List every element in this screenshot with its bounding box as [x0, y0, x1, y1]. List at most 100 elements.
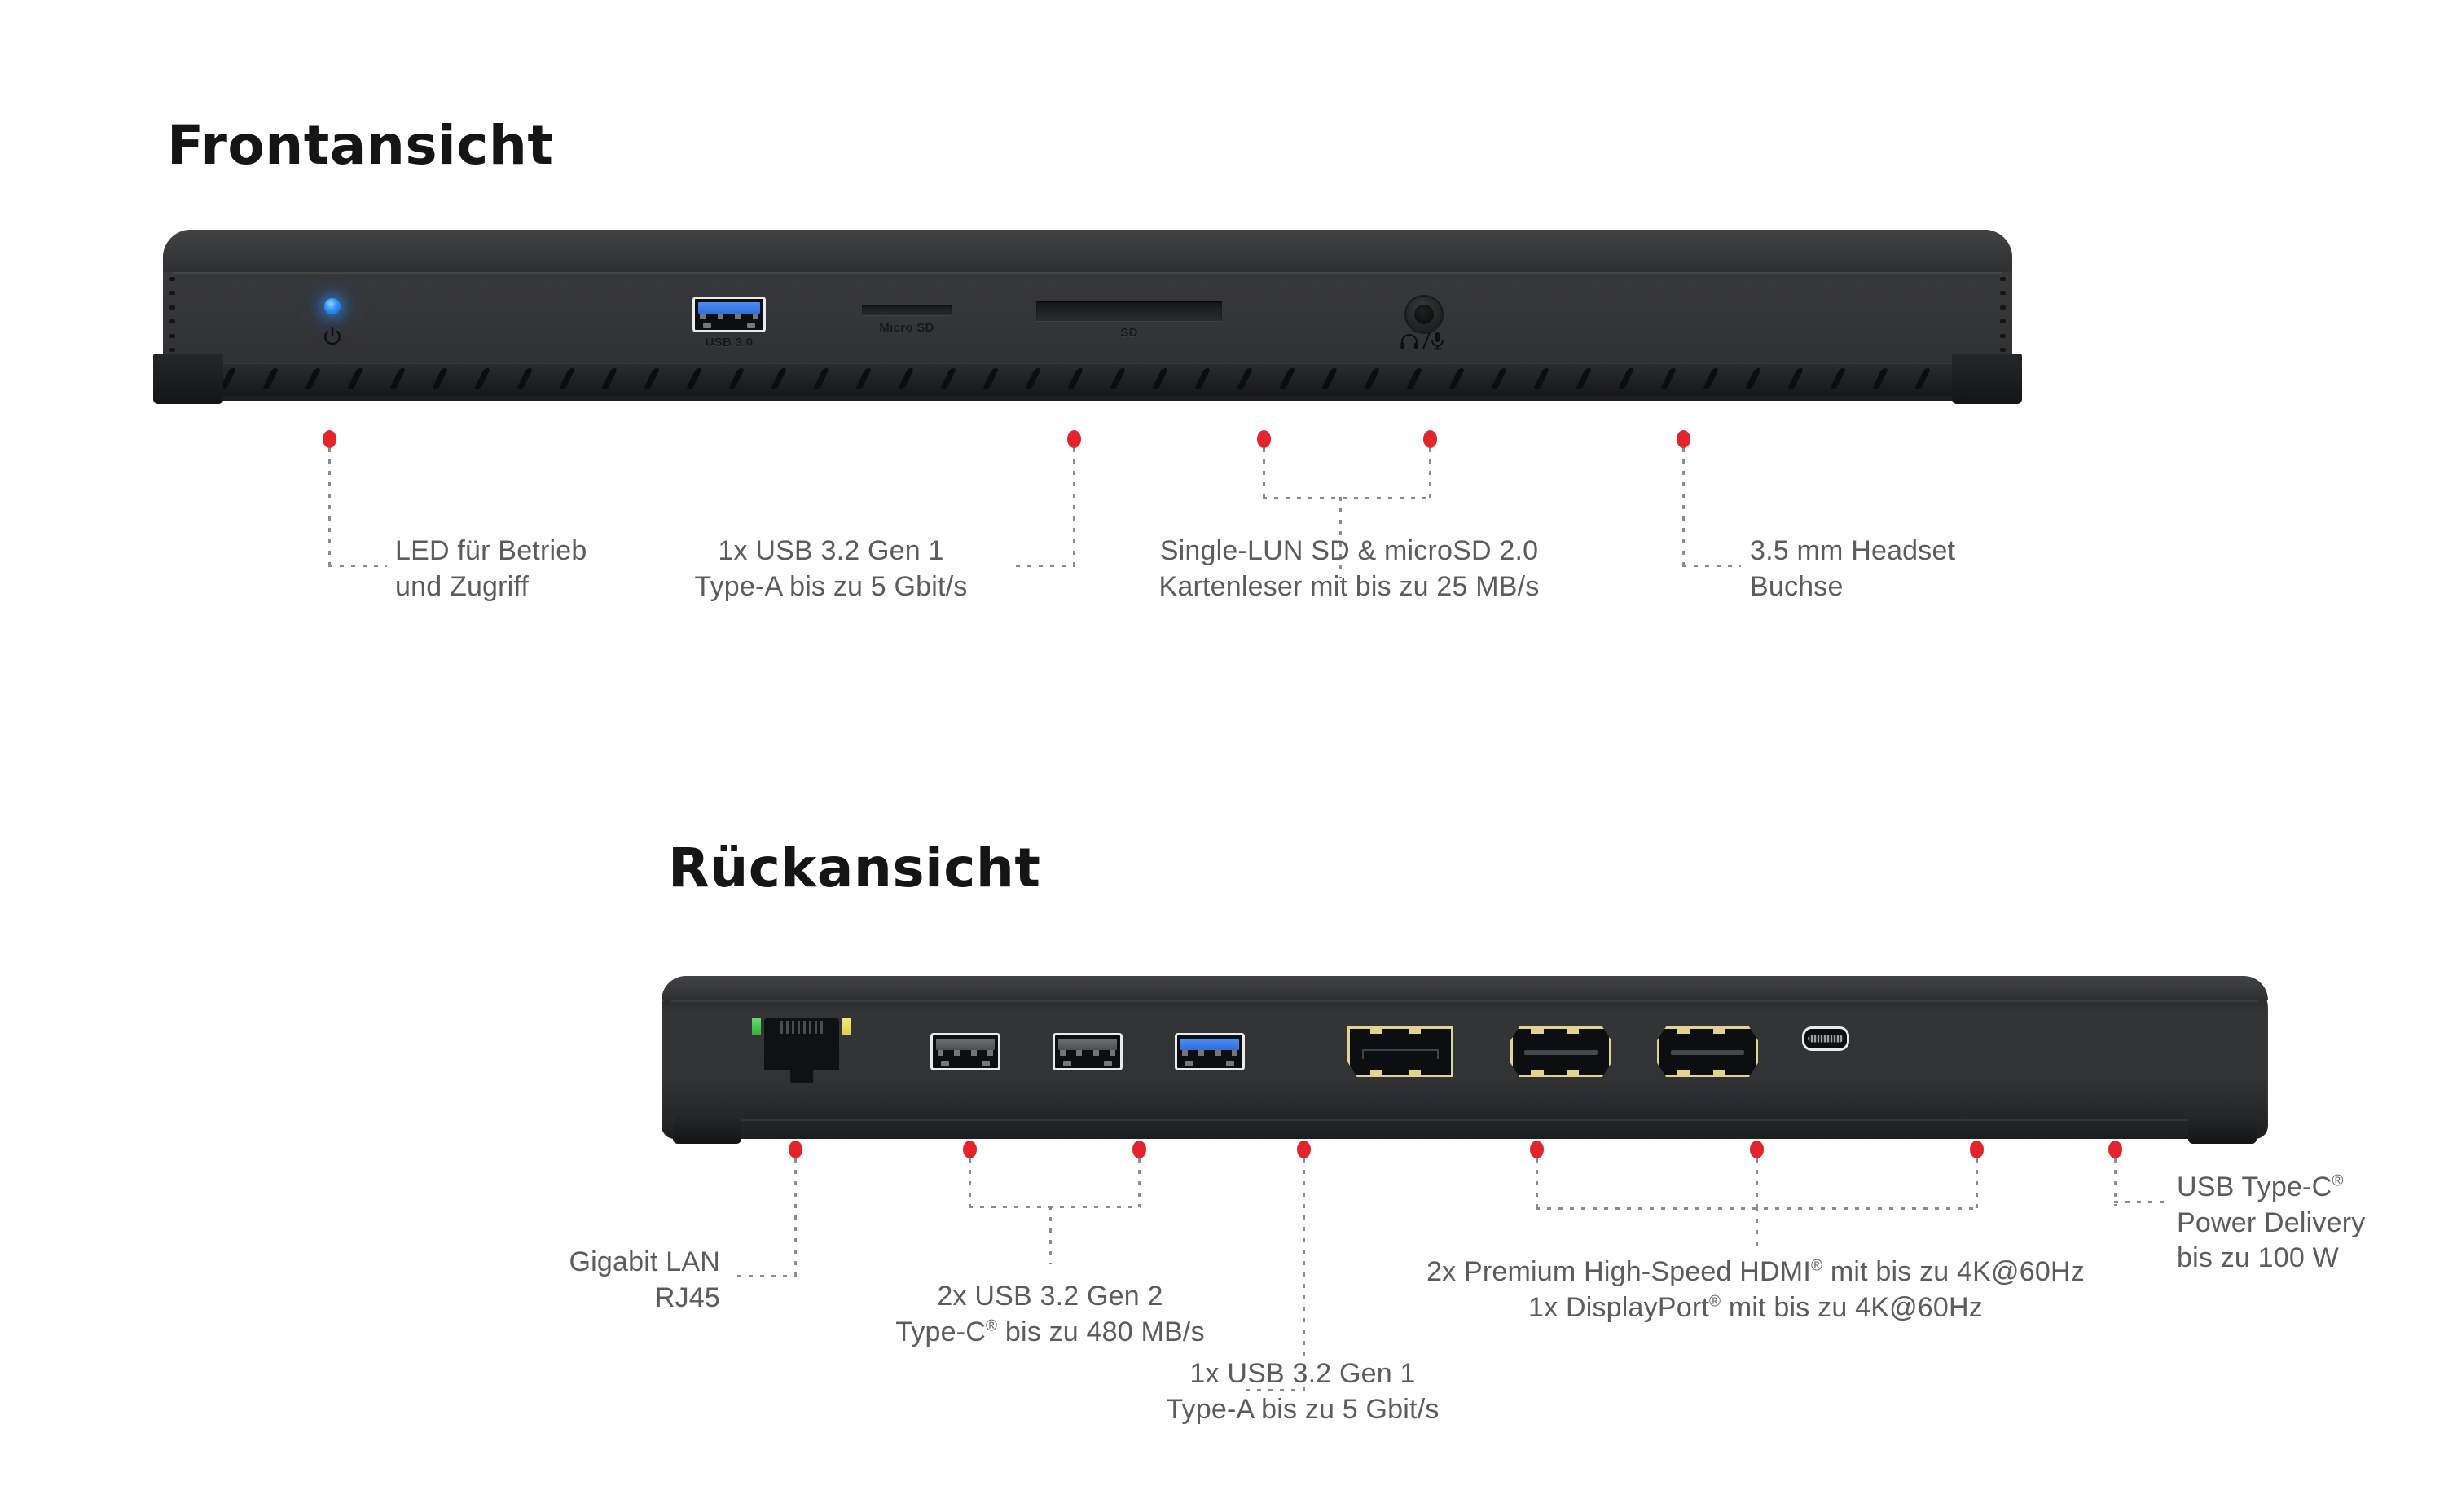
headset-jack — [1404, 295, 1444, 334]
rj45-latch — [790, 1069, 813, 1083]
led-callout: LED für Betrieb und Zugriff — [395, 534, 587, 604]
dp-nub-tl — [1369, 1029, 1382, 1034]
usb-c-pd-line1: USB Type-C® — [2177, 1170, 2365, 1206]
hdmi-nub-br — [1713, 1069, 1726, 1075]
leader-line-usbc-stem — [1049, 1206, 1052, 1264]
marker-dot-led — [323, 430, 336, 448]
marker-dot-rj45 — [789, 1141, 802, 1158]
usb-tongue — [1180, 1039, 1239, 1050]
rear-foot-left — [673, 1114, 741, 1144]
gigabit-lan-line2: RJ45 — [654, 1281, 720, 1313]
video-out-line2-post: mit bis zu 4K@60Hz — [1721, 1291, 1983, 1323]
registered-mark-icon: ® — [986, 1317, 998, 1335]
leader-line-led-horizontal — [328, 565, 387, 567]
marker-dot-front-usb — [1067, 430, 1081, 448]
usb32gen2-line2-pre: Type-C — [895, 1316, 987, 1347]
hdmi-nub-bl — [1677, 1069, 1690, 1075]
usb-pins — [1060, 1050, 1115, 1056]
leader-line-rear-usb-a-horizontal — [1246, 1389, 1304, 1391]
video-out-line1-post: mit bis zu 4K@60Hz — [1822, 1256, 2085, 1287]
rear-chassis-top-bevel — [662, 976, 2268, 1000]
usb32gen1-rear-line2: Type-A bis zu 5 Gbit/s — [1166, 1393, 1440, 1425]
leader-line-usbc-1-vertical — [969, 1158, 971, 1207]
leader-line-hdmi-1-vertical — [1756, 1158, 1758, 1209]
leader-line-cardreader-bracket — [1263, 497, 1432, 499]
usb-a-port-2 — [1053, 1033, 1123, 1070]
front-device-illustration: USB 3.0 Micro SD SD — [153, 230, 2022, 404]
leader-line-microsd-vertical — [1263, 448, 1265, 499]
dp-contact-bar — [1361, 1048, 1440, 1059]
marker-dot-usb-c-pd — [2108, 1141, 2122, 1158]
cardreader-callout: Single-LUN SD & microSD 2.0 Kartenleser … — [1120, 534, 1578, 604]
hdmi-port-2 — [1657, 1026, 1758, 1077]
rear-chassis — [662, 976, 2268, 1139]
usb-tongue — [1058, 1039, 1117, 1050]
usb-c-port — [1802, 1026, 1849, 1051]
front-bevel-lower — [173, 363, 2002, 364]
front-usb-a-port — [692, 297, 766, 332]
leader-line-video-stem — [1756, 1207, 1758, 1246]
leader-line-usb-c-pd-horizontal — [2114, 1201, 2168, 1203]
front-foot-right — [1952, 354, 2022, 404]
rear-view-title: Rückansicht — [668, 837, 1041, 899]
lan-led-green-icon — [752, 1018, 761, 1035]
sd-port-label: SD — [1120, 326, 1138, 340]
marker-dot-hdmi-2 — [1970, 1141, 1984, 1158]
hdmi-nub-tr — [1567, 1029, 1580, 1035]
usb-a-port-1 — [930, 1033, 1000, 1070]
usb-a-port-3 — [1175, 1033, 1245, 1070]
leader-line-rj45-horizontal — [737, 1275, 796, 1277]
hdmi-nub-tr — [1713, 1029, 1726, 1035]
usb-lower-pins — [1185, 1061, 1234, 1066]
usb-pins — [938, 1050, 993, 1056]
usb32gen1-front-line1: 1x USB 3.2 Gen 1 — [718, 535, 944, 566]
usb32gen2-callout: 2x USB 3.2 Gen 2 Type-C® bis zu 480 MB/s — [815, 1279, 1286, 1350]
usb-lower-pins — [941, 1061, 990, 1066]
video-out-line1-pre: 2x Premium High-Speed HDMI — [1426, 1256, 1811, 1287]
marker-dot-headset — [1677, 430, 1690, 448]
rear-bevel-upper — [671, 1000, 2258, 1002]
gigabit-lan-callout: Gigabit LAN RJ45 — [375, 1245, 720, 1316]
usb32gen2-line2: Type-C® bis zu 480 MB/s — [815, 1315, 1286, 1351]
power-symbol-icon — [322, 326, 343, 347]
headset-line2: Buchse — [1750, 570, 1844, 602]
led-callout-line2: und Zugriff — [395, 570, 530, 602]
video-out-line2: 1x DisplayPort® mit bis zu 4K@60Hz — [1328, 1290, 2183, 1326]
microsd-card-slot — [862, 305, 952, 315]
cardreader-line2: Kartenleser mit bis zu 25 MB/s — [1158, 570, 1540, 602]
leader-line-led-vertical — [328, 448, 331, 570]
marker-dot-usbc-2 — [1132, 1141, 1146, 1158]
hdmi-port-1 — [1510, 1026, 1611, 1077]
video-out-line1: 2x Premium High-Speed HDMI® mit bis zu 4… — [1328, 1255, 2183, 1290]
front-left-side-vents — [169, 277, 175, 352]
leader-line-front-usb-horizontal — [1016, 565, 1075, 567]
usb32gen2-line1: 2x USB 3.2 Gen 2 — [937, 1281, 1163, 1312]
microsd-port-label: Micro SD — [879, 321, 934, 335]
registered-mark-icon: ® — [1709, 1293, 1721, 1311]
hdmi-nub-bl — [1531, 1069, 1544, 1075]
leader-line-usbc-2-vertical — [1138, 1158, 1141, 1207]
front-view-title: Frontansicht — [167, 114, 554, 177]
hdmi-nub-br — [1567, 1069, 1580, 1075]
leader-line-usbc-bracket — [969, 1206, 1141, 1208]
leader-line-headset-horizontal — [1682, 565, 1741, 567]
hdmi-nub-tl — [1531, 1029, 1544, 1035]
front-foot-left — [153, 354, 223, 404]
dp-nub-bl — [1369, 1070, 1382, 1075]
usb-lower-pins — [1063, 1061, 1112, 1066]
usb32gen1-rear-callout: 1x USB 3.2 Gen 1 Type-A bis zu 5 Gbit/s — [1067, 1356, 1538, 1427]
marker-dot-usbc-1 — [963, 1141, 977, 1158]
usb-c-pd-callout: USB Type-C® Power Delivery bis zu 100 W — [2177, 1170, 2365, 1277]
usb32gen1-front-line2: Type-A bis zu 5 Gbit/s — [694, 570, 968, 602]
hdmi-nub-tl — [1677, 1029, 1690, 1035]
leader-line-rear-usb-a-vertical — [1303, 1158, 1305, 1395]
leader-line-headset-vertical — [1682, 448, 1685, 570]
dp-nub-br — [1408, 1070, 1421, 1075]
registered-mark-icon: ® — [2332, 1172, 2344, 1190]
usb3-port-label: USB 3.0 — [705, 336, 754, 349]
leader-line-rj45-vertical — [794, 1158, 797, 1281]
usb-pins — [1182, 1050, 1237, 1056]
headphone-microphone-icon — [1399, 331, 1449, 354]
front-right-side-vents — [2000, 277, 2006, 352]
